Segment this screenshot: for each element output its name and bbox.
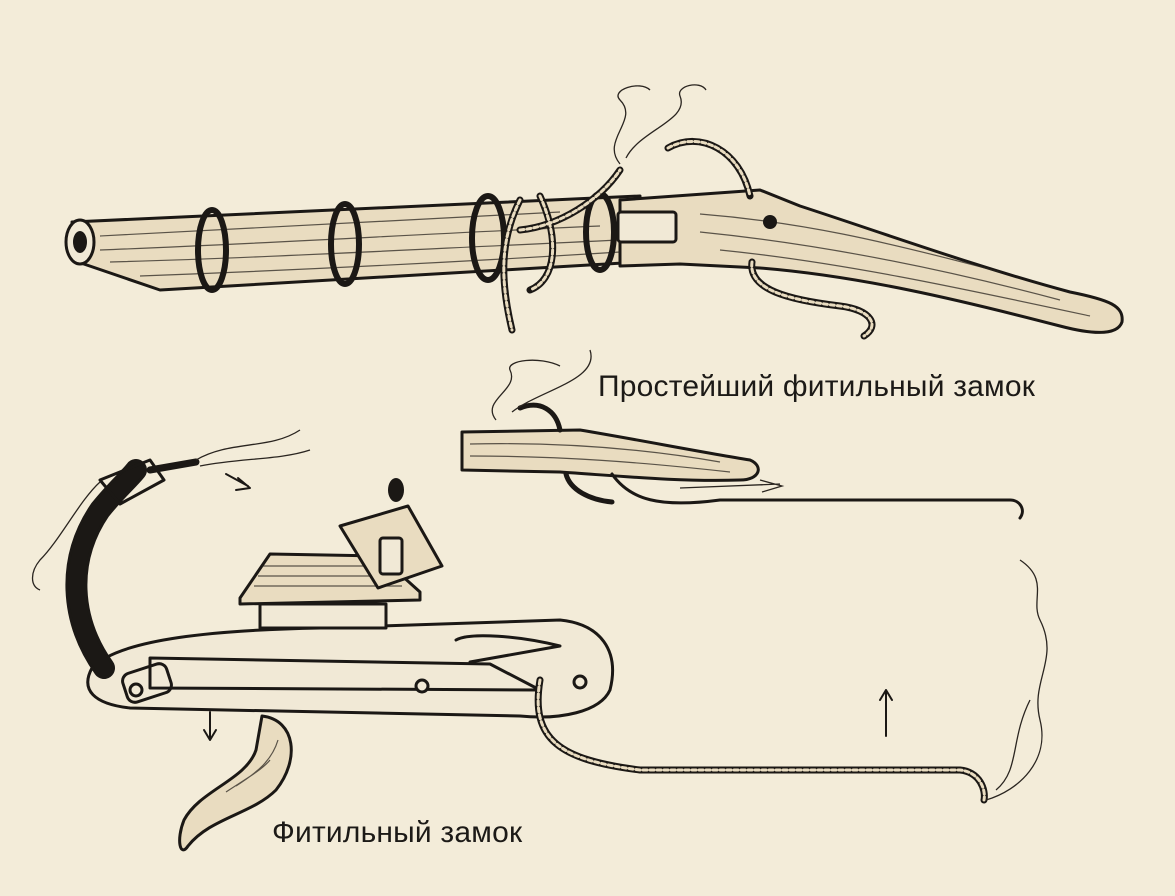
smoke: [613, 84, 707, 165]
match-holder: [98, 458, 166, 506]
small-trigger-cord: [610, 472, 1024, 520]
arrow-up-cord: [879, 689, 893, 737]
plate-screw-1: [128, 682, 144, 698]
gun-bore: [73, 231, 87, 253]
pan-shield: [258, 602, 388, 630]
lid-knob: [388, 478, 404, 502]
gun-stock: [618, 188, 1124, 334]
lock-plate: [86, 618, 615, 719]
cord-smoke: [985, 559, 1048, 801]
burning-match: [146, 458, 200, 474]
tumbler: [121, 662, 173, 704]
caption-simple-matchlock: Простейший фитильный замок: [598, 370, 1036, 403]
matchlock-mechanism: [31, 429, 1048, 852]
arrow-match: [225, 473, 251, 491]
priming-cylinder: [378, 536, 404, 576]
match-tail: [31, 481, 101, 591]
simple-matchlock-gun: [64, 84, 1124, 340]
spring: [454, 634, 562, 664]
wood-grain: [99, 211, 1091, 317]
trigger: [178, 714, 293, 852]
gun-lock-plate: [616, 210, 678, 244]
caption-matchlock: Фитильный замок: [272, 816, 523, 849]
small-gun: [460, 349, 1024, 520]
arrow-down-trigger: [203, 711, 217, 741]
plate-screw-2: [414, 678, 430, 694]
gun-screw: [763, 215, 777, 229]
small-gun-stock: [460, 428, 760, 482]
small-serpentine: [517, 402, 615, 505]
plate-screw-3: [572, 674, 588, 690]
